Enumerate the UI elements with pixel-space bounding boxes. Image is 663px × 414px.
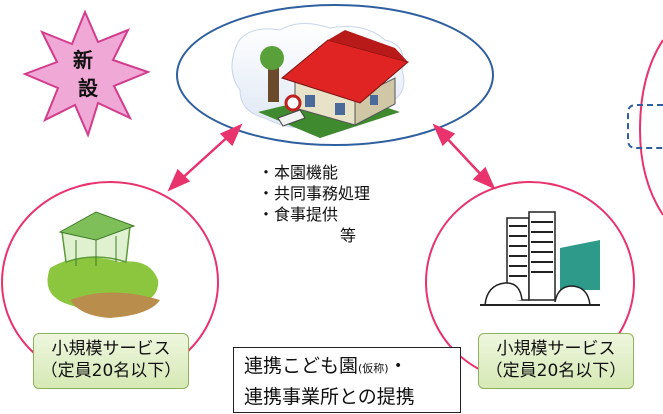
note-line2: 連携事業所との提携 (244, 386, 415, 408)
arrow-right-link (432, 123, 496, 190)
left-service-label: 小規模サービス （定員20名以下） (33, 333, 189, 389)
office-building-icon-right (480, 211, 600, 306)
note-line1-bullet: ・ (388, 355, 408, 377)
central-functions-list: ・本園機能 ・共同事務処理 ・食事提供 等 (258, 162, 370, 246)
partial-circle-right (638, 39, 663, 216)
note-line1-main: 連携こども園 (244, 355, 359, 377)
partnership-note: 連携こども園(仮称)・ 連携事業所との提携 (233, 347, 461, 413)
function-item: ・共同事務処理 (258, 184, 371, 203)
note-line1-small: (仮称) (358, 362, 389, 375)
right-service-title: 小規模サービス (496, 339, 616, 359)
left-service-title: 小規模サービス (51, 339, 171, 359)
new-badge-char-2: 設 (78, 76, 98, 100)
function-item: ・本園機能 (258, 163, 339, 182)
central-facility-ellipse (176, 4, 494, 146)
left-service-capacity: （定員20名以下） (40, 361, 182, 381)
function-item: ・食事提供 (258, 205, 339, 224)
arrow-left-link (167, 123, 243, 192)
new-badge-char-1: 新 (73, 48, 93, 72)
function-suffix: 等 (340, 226, 357, 245)
small-facility-icon-left (47, 211, 160, 318)
right-service-label: 小規模サービス （定員20名以下） (478, 333, 634, 389)
dashed-box-right (627, 104, 663, 149)
right-service-capacity: （定員20名以下） (485, 361, 627, 381)
new-badge-burst (22, 9, 151, 138)
main-facility-icon (231, 23, 410, 138)
